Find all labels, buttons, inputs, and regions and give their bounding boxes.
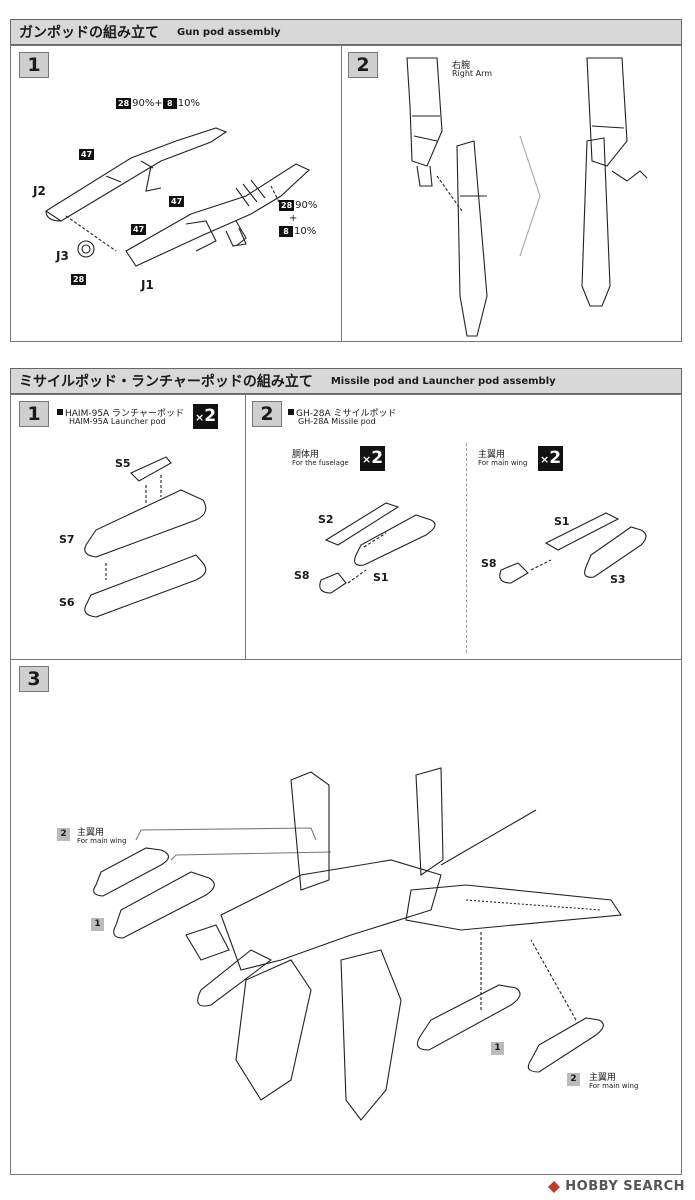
missile-step2-panel: 2 GH-28A ミサイルポッド GH-28A Missile pod 胴体用 … — [245, 394, 682, 660]
step-number: 3 — [19, 666, 49, 692]
gun-pod-title-en: Gun pod assembly — [177, 26, 281, 38]
paint-plus: + — [154, 98, 163, 109]
part-label-s8-right: S8 — [481, 557, 497, 570]
gun-pod-section-header: ガンポッドの組み立て Gun pod assembly — [10, 19, 682, 45]
quantity-times: × — [194, 411, 205, 424]
missile-pod-name-jp-text: GH-28A ミサイルポッド — [296, 409, 397, 419]
launcher-pod-name-en: HAIM-95A Launcher pod — [69, 417, 166, 426]
paint-badge: 28 — [116, 98, 132, 109]
arm-gunpod-drawing — [406, 57, 648, 337]
quantity-times: × — [539, 453, 550, 466]
arm-label-en: Right Arm — [452, 69, 493, 78]
missile-pod-section-header: ミサイルポッド・ランチャーポッドの組み立て Missile pod and La… — [10, 368, 682, 394]
quantity-badge: ×2 — [538, 446, 563, 471]
main-wing-label-en: For main wing — [478, 459, 528, 467]
callout-br-en: For main wing — [589, 1082, 639, 1090]
aircraft-assembly-drawing — [93, 767, 622, 1121]
gun-pod-title-jp: ガンポッドの組み立て — [19, 25, 159, 41]
quantity-badge: ×2 — [193, 404, 218, 429]
callout-number: 2 — [57, 828, 70, 841]
part-badge-47a: 47 — [79, 149, 95, 160]
launcher-pod-drawing — [84, 456, 207, 618]
paint-badge: 28 — [279, 200, 295, 211]
sub-divider — [466, 443, 467, 653]
callout-top-en: For main wing — [77, 837, 127, 845]
callout-number: 2 — [567, 1073, 580, 1086]
paint-badge: 47 — [79, 149, 95, 160]
part-label-j1: J1 — [141, 278, 154, 292]
quantity-value: 2 — [549, 448, 562, 468]
callout-number: 1 — [91, 918, 104, 931]
part-label-s6: S6 — [59, 596, 75, 609]
gun-pod-step2-panel: 2 右腕 Right Arm — [341, 45, 682, 342]
missile-step1-panel: 1 HAIM-95A ランチャーポッド HAIM-95A Launcher po… — [10, 394, 246, 660]
fuselage-label-en: For the fuselage — [292, 459, 349, 467]
missile-pod-name-en: GH-28A Missile pod — [298, 417, 376, 426]
launcher-pod-name-jp-text: HAIM-95A ランチャーポッド — [65, 409, 184, 419]
paint-percent: 90% — [132, 98, 155, 109]
missile-step3-panel: 3 — [10, 659, 682, 1175]
hobby-search-logo-icon — [548, 1180, 561, 1193]
part-label-s1: S1 — [373, 571, 389, 584]
paint-badge: 47 — [131, 224, 147, 235]
part-label-s1-right: S1 — [554, 515, 570, 528]
quantity-times: × — [361, 453, 372, 466]
paint-percent: 10% — [177, 98, 200, 109]
paint-badge: 47 — [169, 196, 185, 207]
fuselage-label-jp: 胴体用 — [292, 450, 320, 460]
missile-pod-title-en: Missile pod and Launcher pod assembly — [330, 375, 556, 387]
paint-percent: 90% — [295, 200, 318, 211]
part-label-s8: S8 — [294, 569, 310, 582]
bullet-icon — [57, 409, 63, 415]
missile-pod-title-jp: ミサイルポッド・ランチャーポッドの組み立て — [19, 374, 313, 390]
quantity-value: 2 — [204, 406, 217, 426]
part-badge-47b: 47 — [169, 196, 185, 207]
hobby-search-watermark: HOBBY SEARCH — [547, 1179, 685, 1194]
step-number: 1 — [19, 52, 49, 78]
part-label-s7: S7 — [59, 533, 75, 546]
arm-label-jp: 右腕 — [452, 61, 471, 71]
bullet-icon — [288, 409, 294, 415]
part-label-j3: J3 — [56, 249, 69, 263]
part-badge-28: 28 — [71, 274, 87, 285]
part-label-j2: J2 — [33, 184, 46, 198]
step-number: 2 — [252, 401, 282, 427]
part-label-s2: S2 — [318, 513, 334, 526]
gun-pod-drawing — [44, 127, 310, 267]
paint-badge: 8 — [279, 226, 293, 237]
paint-badge: 28 — [71, 274, 87, 285]
watermark-text: HOBBY SEARCH — [565, 1179, 685, 1194]
quantity-value: 2 — [371, 448, 384, 468]
main-wing-label-jp: 主翼用 — [478, 450, 506, 460]
part-label-s3: S3 — [610, 573, 626, 586]
callout-top-jp: 主翼用 — [77, 828, 105, 838]
missile-pod-drawing — [319, 502, 647, 594]
paint-badge: 8 — [162, 98, 177, 109]
missile-pod-name-jp: GH-28A ミサイルポッド — [288, 406, 396, 419]
step-number: 1 — [19, 401, 49, 427]
step-number: 2 — [348, 52, 378, 78]
callout-br-jp: 主翼用 — [589, 1073, 617, 1083]
paint-percent: 10% — [294, 226, 317, 237]
launcher-pod-name-jp: HAIM-95A ランチャーポッド — [57, 406, 184, 419]
paint-plus: + — [289, 213, 298, 224]
quantity-badge: ×2 — [360, 446, 385, 471]
part-badge-47c: 47 — [131, 224, 147, 235]
part-label-s5: S5 — [115, 457, 131, 470]
callout-number: 1 — [491, 1042, 504, 1055]
